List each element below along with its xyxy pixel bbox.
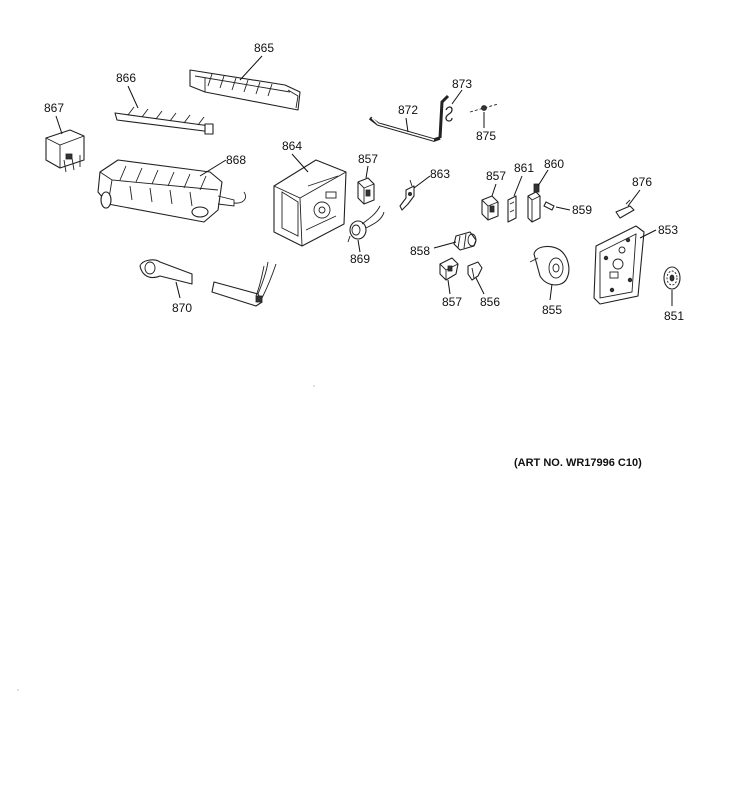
leader-855 [549, 283, 553, 301]
leader-863 [413, 175, 431, 189]
scan-dot [17, 689, 19, 691]
part-867-drawing [45, 129, 85, 173]
label-872: 872 [398, 103, 418, 117]
label-857a: 857 [358, 152, 378, 166]
label-861: 861 [514, 161, 534, 175]
label-855: 855 [542, 303, 562, 317]
part-869-drawing [347, 205, 385, 243]
leader-858 [433, 241, 457, 249]
label-863: 863 [430, 167, 450, 181]
label-860: 860 [544, 157, 564, 171]
label-865: 865 [254, 41, 274, 55]
part-860-drawing [527, 183, 541, 223]
leader-869 [357, 239, 361, 253]
label-857c: 857 [442, 295, 462, 309]
leader-861 [513, 175, 523, 197]
scan-dot [313, 385, 315, 387]
label-876: 876 [632, 175, 652, 189]
label-856: 856 [480, 295, 500, 309]
part-863-drawing [399, 179, 415, 211]
part-876-drawing [615, 199, 635, 219]
part-851-drawing [663, 266, 681, 290]
part-872-drawing [368, 94, 450, 142]
part-864-drawing [273, 159, 347, 247]
label-867: 867 [44, 101, 64, 115]
leader-870 [175, 281, 181, 299]
label-875: 875 [476, 129, 496, 143]
leader-859 [555, 206, 571, 211]
part-861-drawing [507, 195, 517, 223]
part-858-drawing [453, 231, 477, 251]
label-858: 858 [410, 244, 430, 258]
label-859: 859 [572, 203, 592, 217]
part-875-drawing [469, 103, 499, 113]
label-851: 851 [664, 309, 684, 323]
label-869: 869 [350, 252, 370, 266]
label-868: 868 [226, 153, 246, 167]
leader-857b [491, 183, 497, 197]
part-855-drawing [529, 245, 570, 286]
part-857b-drawing [481, 195, 499, 221]
part-857c-drawing [439, 257, 459, 281]
part-857a-drawing [357, 177, 375, 205]
label-857b: 857 [486, 169, 506, 183]
part-859-drawing [543, 201, 555, 211]
leader-865 [239, 55, 263, 81]
leader-876 [627, 189, 641, 207]
label-866: 866 [116, 71, 136, 85]
leader-857a [365, 165, 369, 179]
part-873-drawing [445, 106, 453, 122]
leader-864 [291, 153, 309, 173]
leader-873 [451, 89, 463, 105]
part-853-drawing [593, 225, 645, 305]
part-870-drawing [139, 259, 277, 307]
part-868-drawing [97, 159, 246, 223]
leader-856 [475, 277, 485, 295]
leader-867 [55, 115, 63, 135]
leader-857c [447, 279, 451, 295]
part-865-drawing [189, 69, 301, 111]
label-873: 873 [452, 77, 472, 91]
label-853: 853 [658, 223, 678, 237]
leader-853 [639, 229, 657, 239]
label-870: 870 [172, 301, 192, 315]
leader-872 [405, 117, 409, 133]
leader-866 [127, 85, 139, 109]
part-856-drawing [467, 261, 483, 281]
leader-860 [537, 169, 549, 187]
art-number: (ART NO. WR17996 C10) [514, 457, 642, 469]
label-864: 864 [282, 139, 302, 153]
leader-868 [199, 159, 227, 177]
part-866-drawing [114, 106, 214, 135]
